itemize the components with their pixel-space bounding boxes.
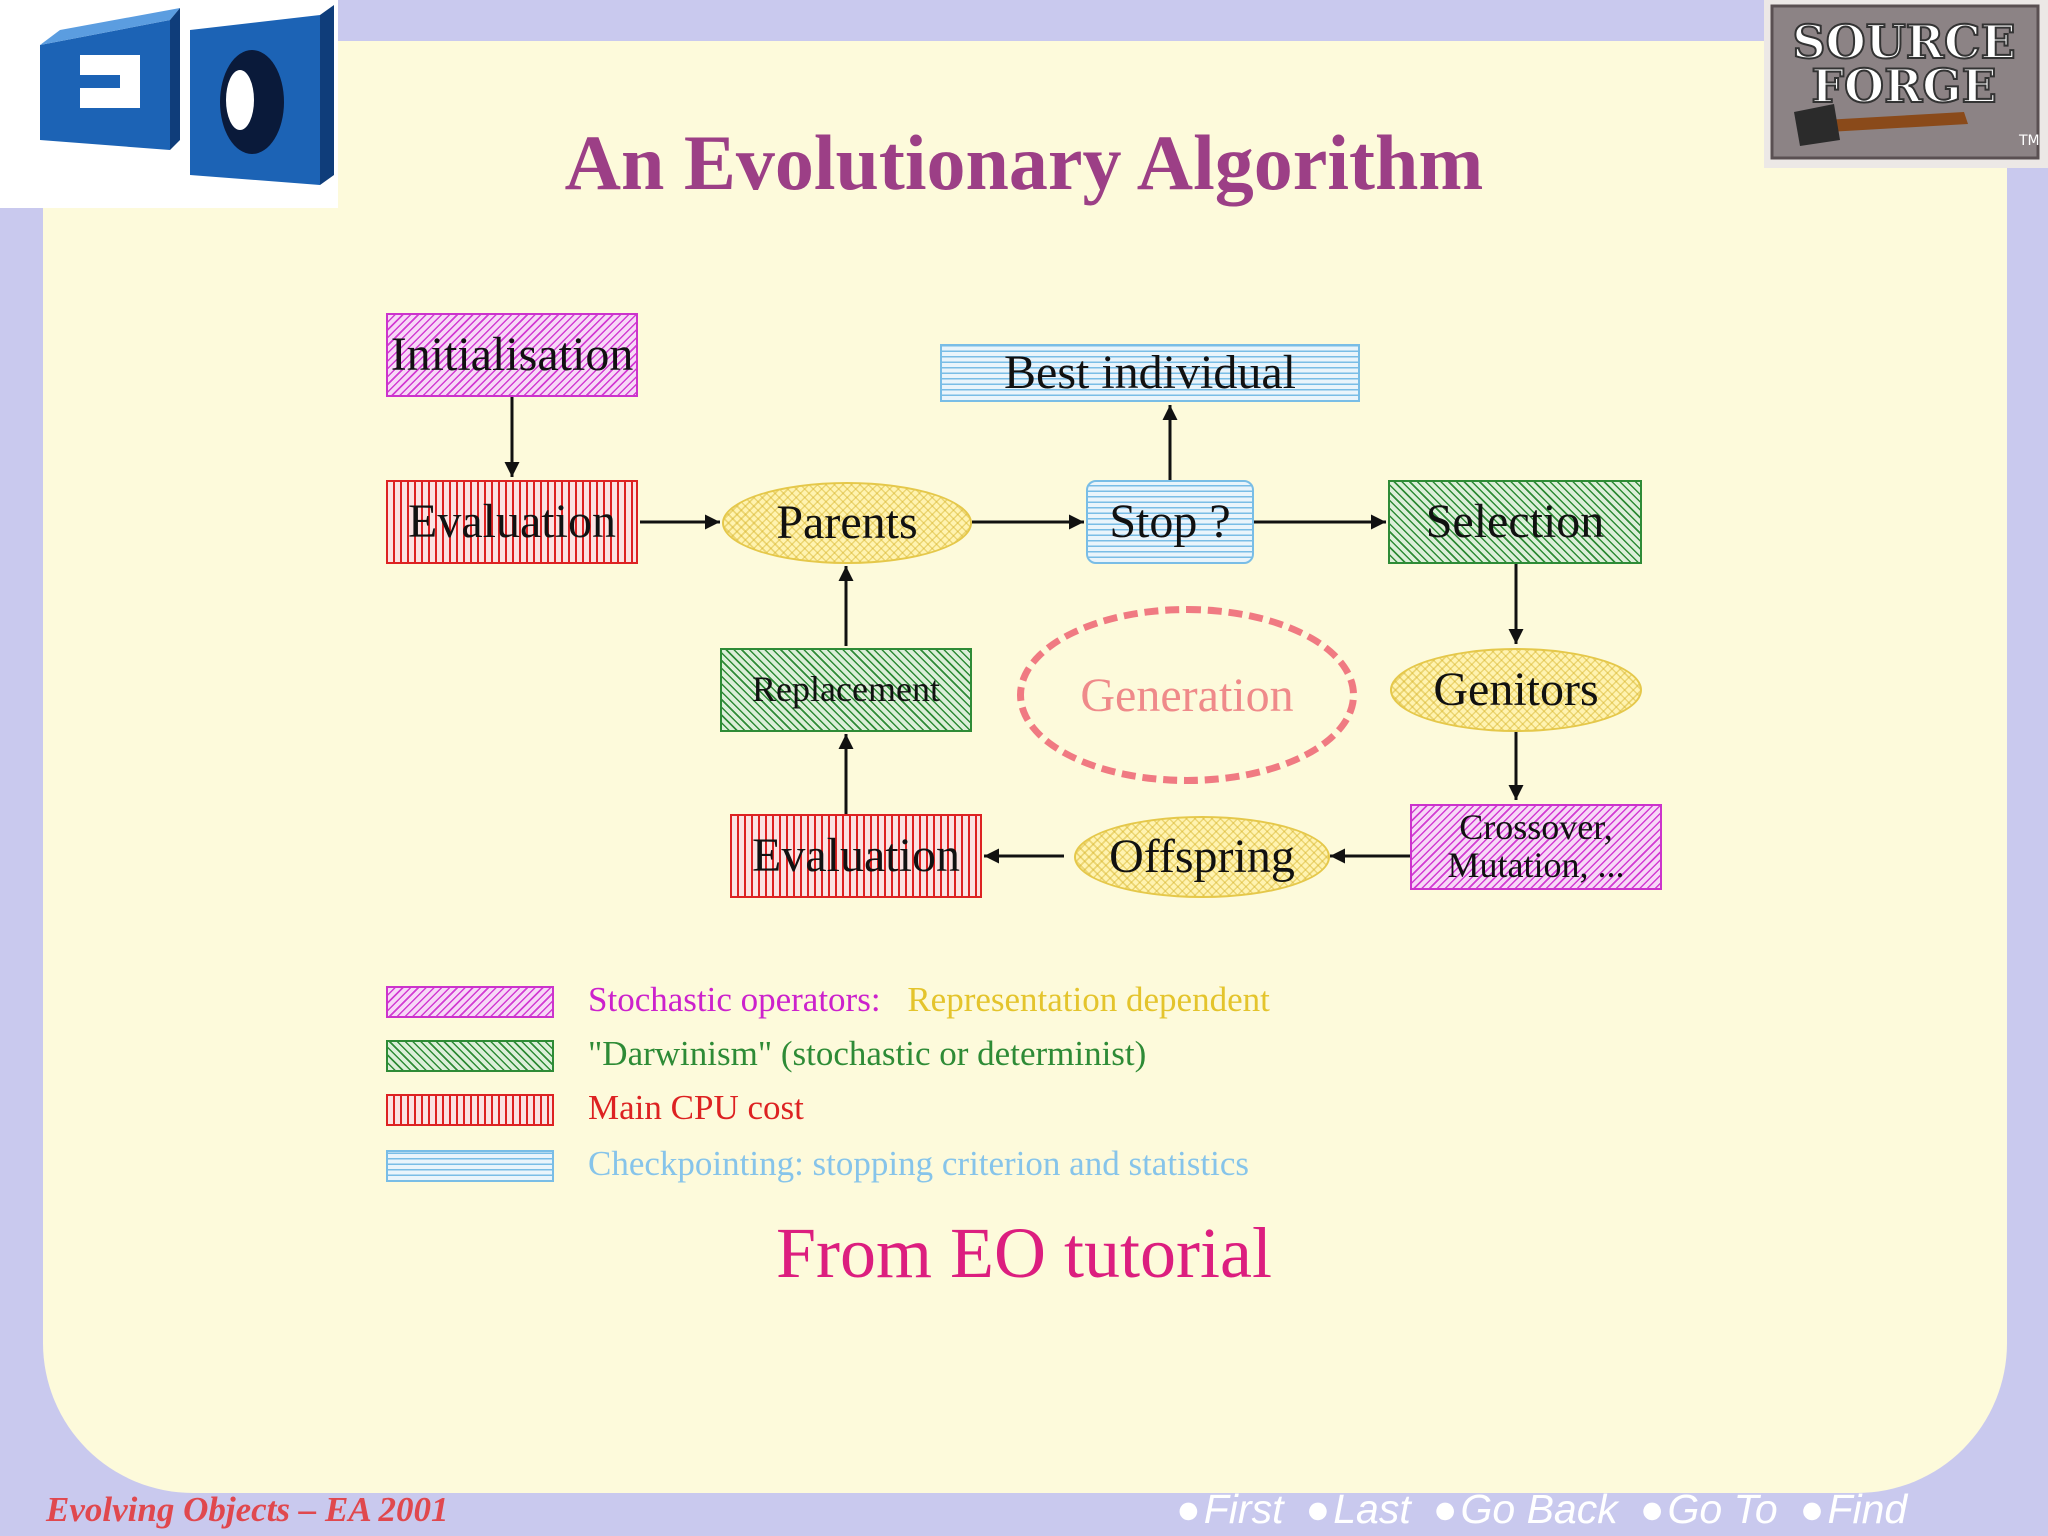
generation-loop-ellipse — [1017, 606, 1357, 784]
legend-stochastic-note: Representation dependent — [907, 980, 1270, 1019]
legend-swatch-checkpointing — [386, 1150, 554, 1182]
sourceforge-tm: TM — [2018, 133, 2040, 149]
legend-swatch-darwinism — [386, 1040, 554, 1072]
legend-checkpointing: Checkpointing: stopping criterion and st… — [588, 1144, 1250, 1183]
slide-title: An Evolutionary Algorithm — [564, 119, 1484, 206]
legend-cpu: Main CPU cost — [588, 1088, 804, 1127]
nav-go-back[interactable]: ●Go Back — [1432, 1486, 1618, 1532]
offspring-node: Offspring — [1074, 816, 1330, 898]
footer-navigation: ●First ●Last ●Go Back ●Go To ●Find — [1176, 1486, 1907, 1533]
legend-swatch-stochastic — [386, 986, 554, 1018]
nav-first[interactable]: ●First — [1176, 1486, 1284, 1532]
crossover-label: Crossover, — [1459, 807, 1613, 848]
nav-last[interactable]: ●Last — [1305, 1486, 1411, 1532]
replacement-node: Replacement — [720, 648, 972, 732]
genitors-node: Genitors — [1390, 648, 1642, 732]
initialisation-node: Initialisation — [386, 313, 638, 397]
sourceforge-text-source: SOURCE — [1792, 15, 2015, 69]
evaluation-node-top: Evaluation — [386, 480, 638, 564]
sourceforge-logo: SOURCE FORGE TM — [1764, 0, 2048, 168]
slide-background — [43, 41, 2007, 1493]
parents-node: Parents — [722, 482, 972, 564]
eo-logo — [0, 0, 338, 208]
legend-stochastic-label: Stochastic operators: — [588, 980, 881, 1019]
legend-swatch-cpu — [386, 1094, 554, 1126]
selection-node: Selection — [1388, 480, 1642, 564]
best-individual-node: Best individual — [940, 344, 1360, 402]
evaluation-node-bottom: Evaluation — [730, 814, 982, 898]
nav-find[interactable]: ●Find — [1799, 1486, 1908, 1532]
footer-title: Evolving Objects – EA 2001 — [46, 1490, 449, 1529]
sourceforge-text-forge: FORGE — [1811, 59, 1996, 113]
nav-go-to[interactable]: ●Go To — [1639, 1486, 1778, 1532]
stop-node: Stop ? — [1086, 480, 1254, 564]
legend-stochastic: Stochastic operators: Representation dep… — [588, 980, 1270, 1020]
legend-darwinism: "Darwinism" (stochastic or determinist) — [588, 1034, 1147, 1073]
generation-label: Generation — [1080, 668, 1294, 722]
tutorial-caption: From EO tutorial — [776, 1213, 1272, 1293]
mutation-label: Mutation, ... — [1447, 845, 1625, 885]
crossover-mutation-node: Crossover, Mutation, ... — [1410, 804, 1662, 890]
